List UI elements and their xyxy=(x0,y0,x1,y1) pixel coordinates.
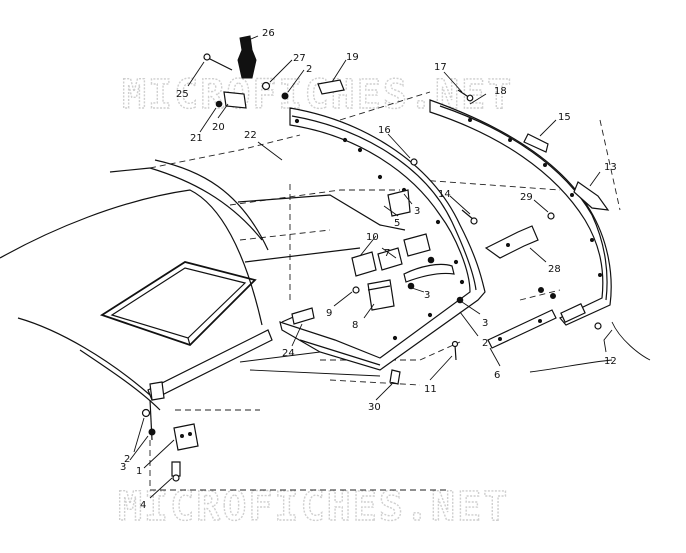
callout-13: 13 xyxy=(604,162,617,173)
rear-panel xyxy=(279,107,486,371)
callout-5: 5 xyxy=(394,218,400,229)
callout-21: 21 xyxy=(190,133,203,144)
bumper-rail xyxy=(429,99,612,326)
leader-lines xyxy=(129,35,651,499)
callout-28: 28 xyxy=(548,264,561,275)
callout-3-upper: 3 xyxy=(414,206,420,217)
callout-16: 16 xyxy=(378,125,391,136)
callout-6: 6 xyxy=(494,370,500,381)
callout-2-lower: 2 xyxy=(124,454,130,465)
callout-1: 1 xyxy=(136,466,142,477)
callout-27: 27 xyxy=(293,53,306,64)
callout-8: 8 xyxy=(352,320,358,331)
callout-25: 25 xyxy=(176,89,189,100)
callout-26: 26 xyxy=(262,28,275,39)
callout-15: 15 xyxy=(558,112,571,123)
callout-3-right: 3 xyxy=(482,318,488,329)
callout-7: 7 xyxy=(384,248,390,259)
callout-labels: 26 27 2 19 25 21 20 22 17 18 15 16 13 14… xyxy=(120,28,617,511)
callout-29: 29 xyxy=(520,192,533,203)
callout-22: 22 xyxy=(244,130,257,141)
callout-10: 10 xyxy=(366,232,379,243)
callout-9: 9 xyxy=(326,308,332,319)
watermark-top: MICROFICHES.NET xyxy=(122,72,513,118)
callout-12: 12 xyxy=(604,356,617,367)
callout-30: 30 xyxy=(368,402,381,413)
callout-3-lower: 3 xyxy=(120,462,126,473)
callout-20: 20 xyxy=(212,122,225,133)
callout-3-mid: 3 xyxy=(424,290,430,301)
watermark-bottom: MICROFICHES.NET xyxy=(118,484,509,530)
callout-19: 19 xyxy=(346,52,359,63)
callout-4: 4 xyxy=(140,500,146,511)
callout-14: 14 xyxy=(438,189,451,200)
callout-24: 24 xyxy=(282,348,295,359)
construction-lines xyxy=(149,91,621,491)
hardware xyxy=(141,35,610,482)
callout-18: 18 xyxy=(494,86,507,97)
callout-11: 11 xyxy=(424,384,437,395)
callout-2-top: 2 xyxy=(306,64,312,75)
callout-17: 17 xyxy=(434,62,447,73)
callout-2-mid: 2 xyxy=(482,338,488,349)
body-shell xyxy=(0,159,406,441)
